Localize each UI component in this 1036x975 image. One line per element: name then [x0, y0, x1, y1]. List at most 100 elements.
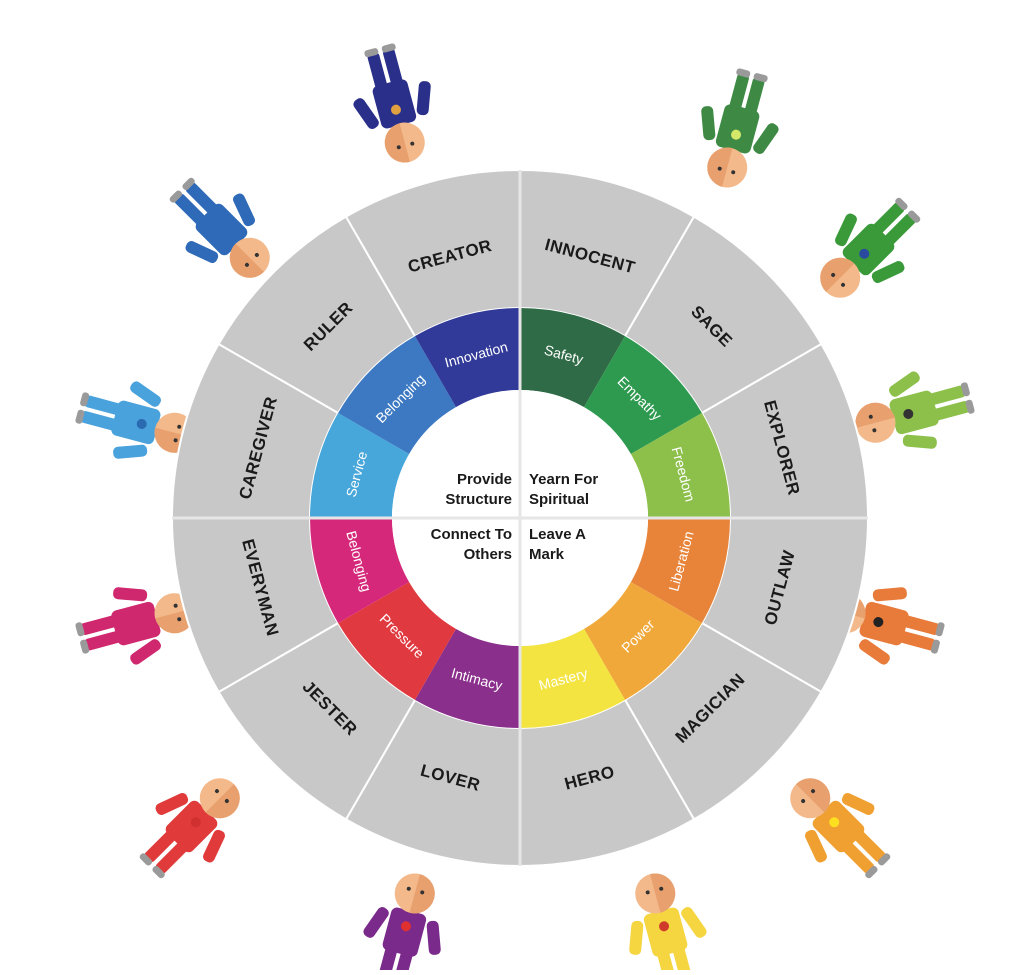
figure-arm: [629, 920, 644, 955]
figure-arm: [805, 829, 827, 863]
figure-head-shade: [229, 243, 264, 278]
figure-body: [165, 800, 218, 853]
figure-eye: [731, 170, 736, 175]
figure-shoe: [364, 48, 379, 58]
figure-arm: [353, 98, 379, 129]
motivation-sector-hero: [520, 628, 625, 728]
figure-eye: [717, 166, 722, 171]
figure-eye: [659, 886, 664, 891]
figure-head-shade: [205, 784, 240, 819]
figure-eye: [645, 890, 650, 895]
figure-leg: [902, 615, 940, 635]
figure-shoe: [736, 68, 751, 78]
figure-eye: [214, 789, 219, 794]
figure-hero: [629, 873, 707, 975]
figure-shoe: [381, 43, 396, 53]
center-label-bottom-left-line2: Others: [464, 546, 512, 563]
figure-shoe: [753, 73, 768, 83]
figure-eye: [177, 424, 182, 429]
inner-ring: SafetyEmpathyFreedomLiberationPowerMaste…: [310, 308, 730, 728]
figure-eye: [254, 252, 259, 257]
motivation-sector-magician: [584, 582, 702, 700]
figure-sage: [820, 197, 921, 298]
archetype-figures: [75, 43, 975, 975]
figure-leg: [144, 830, 177, 863]
figure-leg: [174, 193, 207, 226]
center-labels: Provide Structure Yearn For Spiritual Co…: [431, 471, 599, 563]
motivation-sector-lover: [415, 628, 520, 728]
figure-leg: [84, 395, 122, 416]
figure-arm: [872, 587, 907, 602]
figure-head-shade: [384, 123, 410, 163]
figure-eye: [224, 799, 229, 804]
figure-shoe: [907, 210, 921, 223]
figure-eye: [173, 603, 178, 608]
figure-explorer: [855, 371, 975, 449]
figure-accent: [873, 617, 884, 628]
figure-shoe: [930, 639, 940, 654]
figure-leg: [383, 48, 403, 86]
figure-eye: [396, 145, 401, 150]
figure-arm: [363, 907, 389, 938]
figure-body: [111, 601, 161, 646]
figure-magician: [790, 778, 891, 879]
figure-body: [812, 800, 865, 853]
motivation-sector-sage: [584, 336, 702, 454]
outer-ring: INNOCENTSAGEEXPLOREROUTLAWMAGICIANHEROLO…: [170, 168, 870, 868]
figure-arm: [130, 639, 161, 665]
figure-leg: [842, 841, 875, 874]
figure-accent: [136, 418, 147, 429]
figure-arm: [889, 371, 920, 397]
figure-leg: [393, 950, 413, 975]
figure-leg: [932, 401, 970, 421]
figure-leg: [872, 202, 905, 235]
figure-accent: [220, 228, 231, 239]
figure-arm: [426, 920, 441, 955]
figure-accent: [190, 817, 201, 828]
figure-head-shade: [855, 402, 895, 428]
figure-accent: [136, 617, 147, 628]
motivation-sector-everyman: [310, 518, 410, 623]
figure-arm: [681, 907, 707, 938]
figure-eye: [244, 262, 249, 267]
figure-eye: [872, 428, 877, 433]
figure-body: [372, 79, 417, 129]
figure-lover: [363, 873, 441, 975]
figure-shoe: [895, 197, 908, 211]
figure-body: [111, 400, 161, 445]
figure-arm: [859, 639, 890, 665]
figure-arm: [203, 829, 225, 863]
figure-leg: [898, 630, 936, 651]
figure-innocent: [701, 68, 779, 188]
motivation-sector-outlaw: [630, 518, 730, 623]
figure-eye: [811, 789, 816, 794]
figure-leg: [883, 213, 916, 246]
figure-shoe: [935, 622, 945, 637]
figure-leg: [367, 52, 388, 90]
figure-shoe: [960, 382, 970, 397]
motivation-sector-ruler: [338, 336, 456, 454]
figure-jester: [139, 778, 240, 879]
figure-leg: [185, 182, 218, 215]
figure-arm: [233, 193, 255, 227]
figure-leg: [928, 385, 966, 406]
figure-creator: [353, 43, 431, 163]
figure-leg: [729, 73, 749, 111]
figure-arm: [130, 381, 161, 407]
figure-accent: [859, 248, 870, 259]
center-label-top-left-line2: Structure: [445, 491, 512, 508]
figure-arm: [753, 123, 779, 154]
figure-head-shade: [650, 873, 676, 913]
center-label-bottom-left: Connect To: [431, 526, 512, 543]
figure-body: [643, 907, 688, 957]
figure-eye: [841, 282, 846, 287]
figure-eye: [831, 272, 836, 277]
figure-arm: [841, 793, 875, 815]
figure-shoe: [182, 177, 195, 191]
figure-leg: [155, 841, 188, 874]
center-label-top-right: Yearn For: [529, 471, 598, 488]
figure-arm: [113, 587, 148, 602]
figure-leg: [657, 950, 677, 975]
